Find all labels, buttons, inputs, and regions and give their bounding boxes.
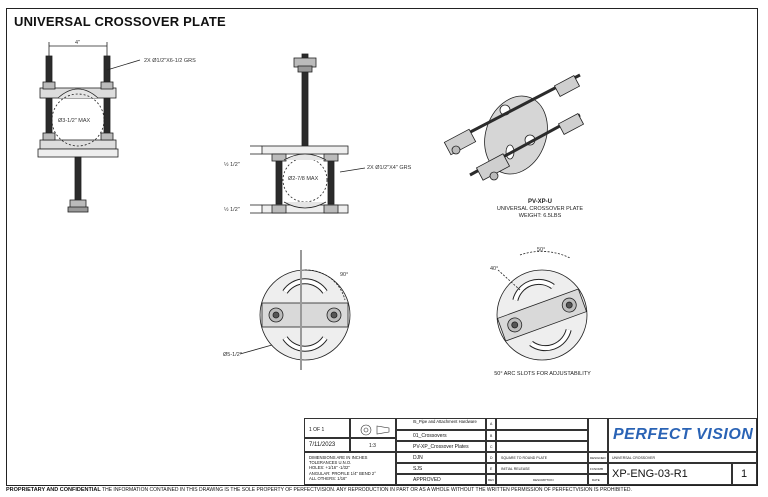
category-cell: I5_Pipe and Attachment Hardware <box>396 418 486 430</box>
rev-desc-a <box>496 418 588 430</box>
projection-symbol <box>350 418 396 438</box>
rev-letter-e: E <box>486 463 496 474</box>
angle-40-label: 40° <box>490 266 499 272</box>
subcat-cell: 01_Crossovers <box>396 430 486 441</box>
rev-desc-c <box>496 441 588 452</box>
top-view <box>239 250 351 370</box>
rev-letter-c: C <box>486 441 496 452</box>
rev-desc-b <box>496 430 588 441</box>
rev-header: REV <box>486 474 496 485</box>
bolt-label-top: 2X Ø1/2"X6-1/2 GRS <box>144 58 196 64</box>
rev-letter-b: B <box>486 430 496 441</box>
designer-cell: UNIVERSAL CROSSOVER <box>608 452 757 463</box>
threaded-rod-bottom <box>74 156 82 202</box>
max-diameter-mid: Ø2-7/8 MAX <box>288 176 319 182</box>
rotated-top-view <box>496 251 588 361</box>
slots-caption: 50° ARC SLOTS FOR ADJUSTABILITY <box>494 371 591 377</box>
checked-cell: SJS <box>396 463 486 474</box>
angle-50-label: 50° <box>537 247 546 253</box>
size-label: FCNOMB <box>588 463 608 474</box>
desc-header: DESCRIPTION <box>496 474 588 485</box>
date-cell: 7/11/2023 <box>304 438 350 452</box>
tolerance-cell: DIMENSIONS ARE IN INCHES TOLERANCES U.N.… <box>304 452 396 485</box>
iso-part-number: PV-XP-U <box>527 199 552 205</box>
bolt-label-mid: 2X Ø1/2"X4" GRS <box>367 165 412 171</box>
perfectvision-logo: PERFECT VISION <box>613 426 754 443</box>
revision-number: 1 <box>741 468 748 480</box>
isometric-view <box>443 73 585 181</box>
rev-letter-a: A <box>486 418 496 430</box>
rev-letter-d: D <box>486 452 496 463</box>
designed-label: DESIGNED <box>588 452 608 463</box>
confidentiality-footer: PROPRIETARY AND CONFIDENTIAL THE INFORMA… <box>6 487 632 493</box>
half-inch-bottom: ½ 1/2" <box>224 207 240 213</box>
part-number: XP-ENG-03-R1 <box>612 468 688 480</box>
footer-text: THE INFORMATION CONTAINED IN THIS DRAWIN… <box>102 487 632 493</box>
front-view-left <box>37 42 141 213</box>
tol-note: TOLERANCES U.N.O. <box>309 460 352 466</box>
scale-cell: 1:3 <box>350 438 396 452</box>
part-number-cell: XP-ENG-03-R1 <box>608 463 732 485</box>
approved-cell: APPROVED <box>396 474 486 485</box>
angular-note: ANGULAR: PROFILE 1/4" BEND 2° <box>309 470 376 476</box>
revision-number-cell: 1 <box>732 463 757 485</box>
width-dimension: 4" <box>75 40 81 46</box>
holes-note: HOLES: +1/16" -1/32" <box>309 465 350 471</box>
diameter-bottom-label: Ø5-1/2" <box>223 352 242 358</box>
iso-weight: WEIGHT: 6.5LBS <box>518 213 562 219</box>
rev-desc-d: SQUARE TO ROUND PLATE <box>496 452 588 463</box>
footer-bold: PROPRIETARY AND CONFIDENTIAL <box>6 487 101 493</box>
max-diameter-left: Ø3-1/2" MAX <box>58 118 91 124</box>
iso-caption: PV-XP-U UNIVERSAL CROSSOVER PLATE WEIGHT… <box>480 199 600 220</box>
rev-desc-e: INITIAL RELEASE <box>496 463 588 474</box>
title-block: 1 OF 1 7/11/2023 1:3 DIMENSIONS ARE IN I… <box>304 418 757 485</box>
iso-name: UNIVERSAL CROSSOVER PLATE <box>496 206 584 212</box>
allothers-note: ALL OTHERS: 1/16" <box>309 475 347 481</box>
rev-date-blank <box>588 418 608 452</box>
drawn-cell: DJN <box>396 452 486 463</box>
dims-note: DIMENSIONS ARE IN INCHES <box>309 455 368 460</box>
logo-cell: PERFECT VISION <box>608 418 757 452</box>
sheet-cell: 1 OF 1 <box>304 418 350 438</box>
half-inch-top: ½ 1/2" <box>224 162 240 168</box>
date-header: DATE <box>588 474 608 485</box>
sheet-border <box>6 8 758 486</box>
side-view-middle <box>250 53 366 214</box>
filename-cell: PV-XP_Crossover Plates <box>396 441 486 452</box>
angle-90-label: 90° <box>340 272 349 278</box>
drawing-title: UNIVERSAL CROSSOVER PLATE <box>14 14 226 29</box>
